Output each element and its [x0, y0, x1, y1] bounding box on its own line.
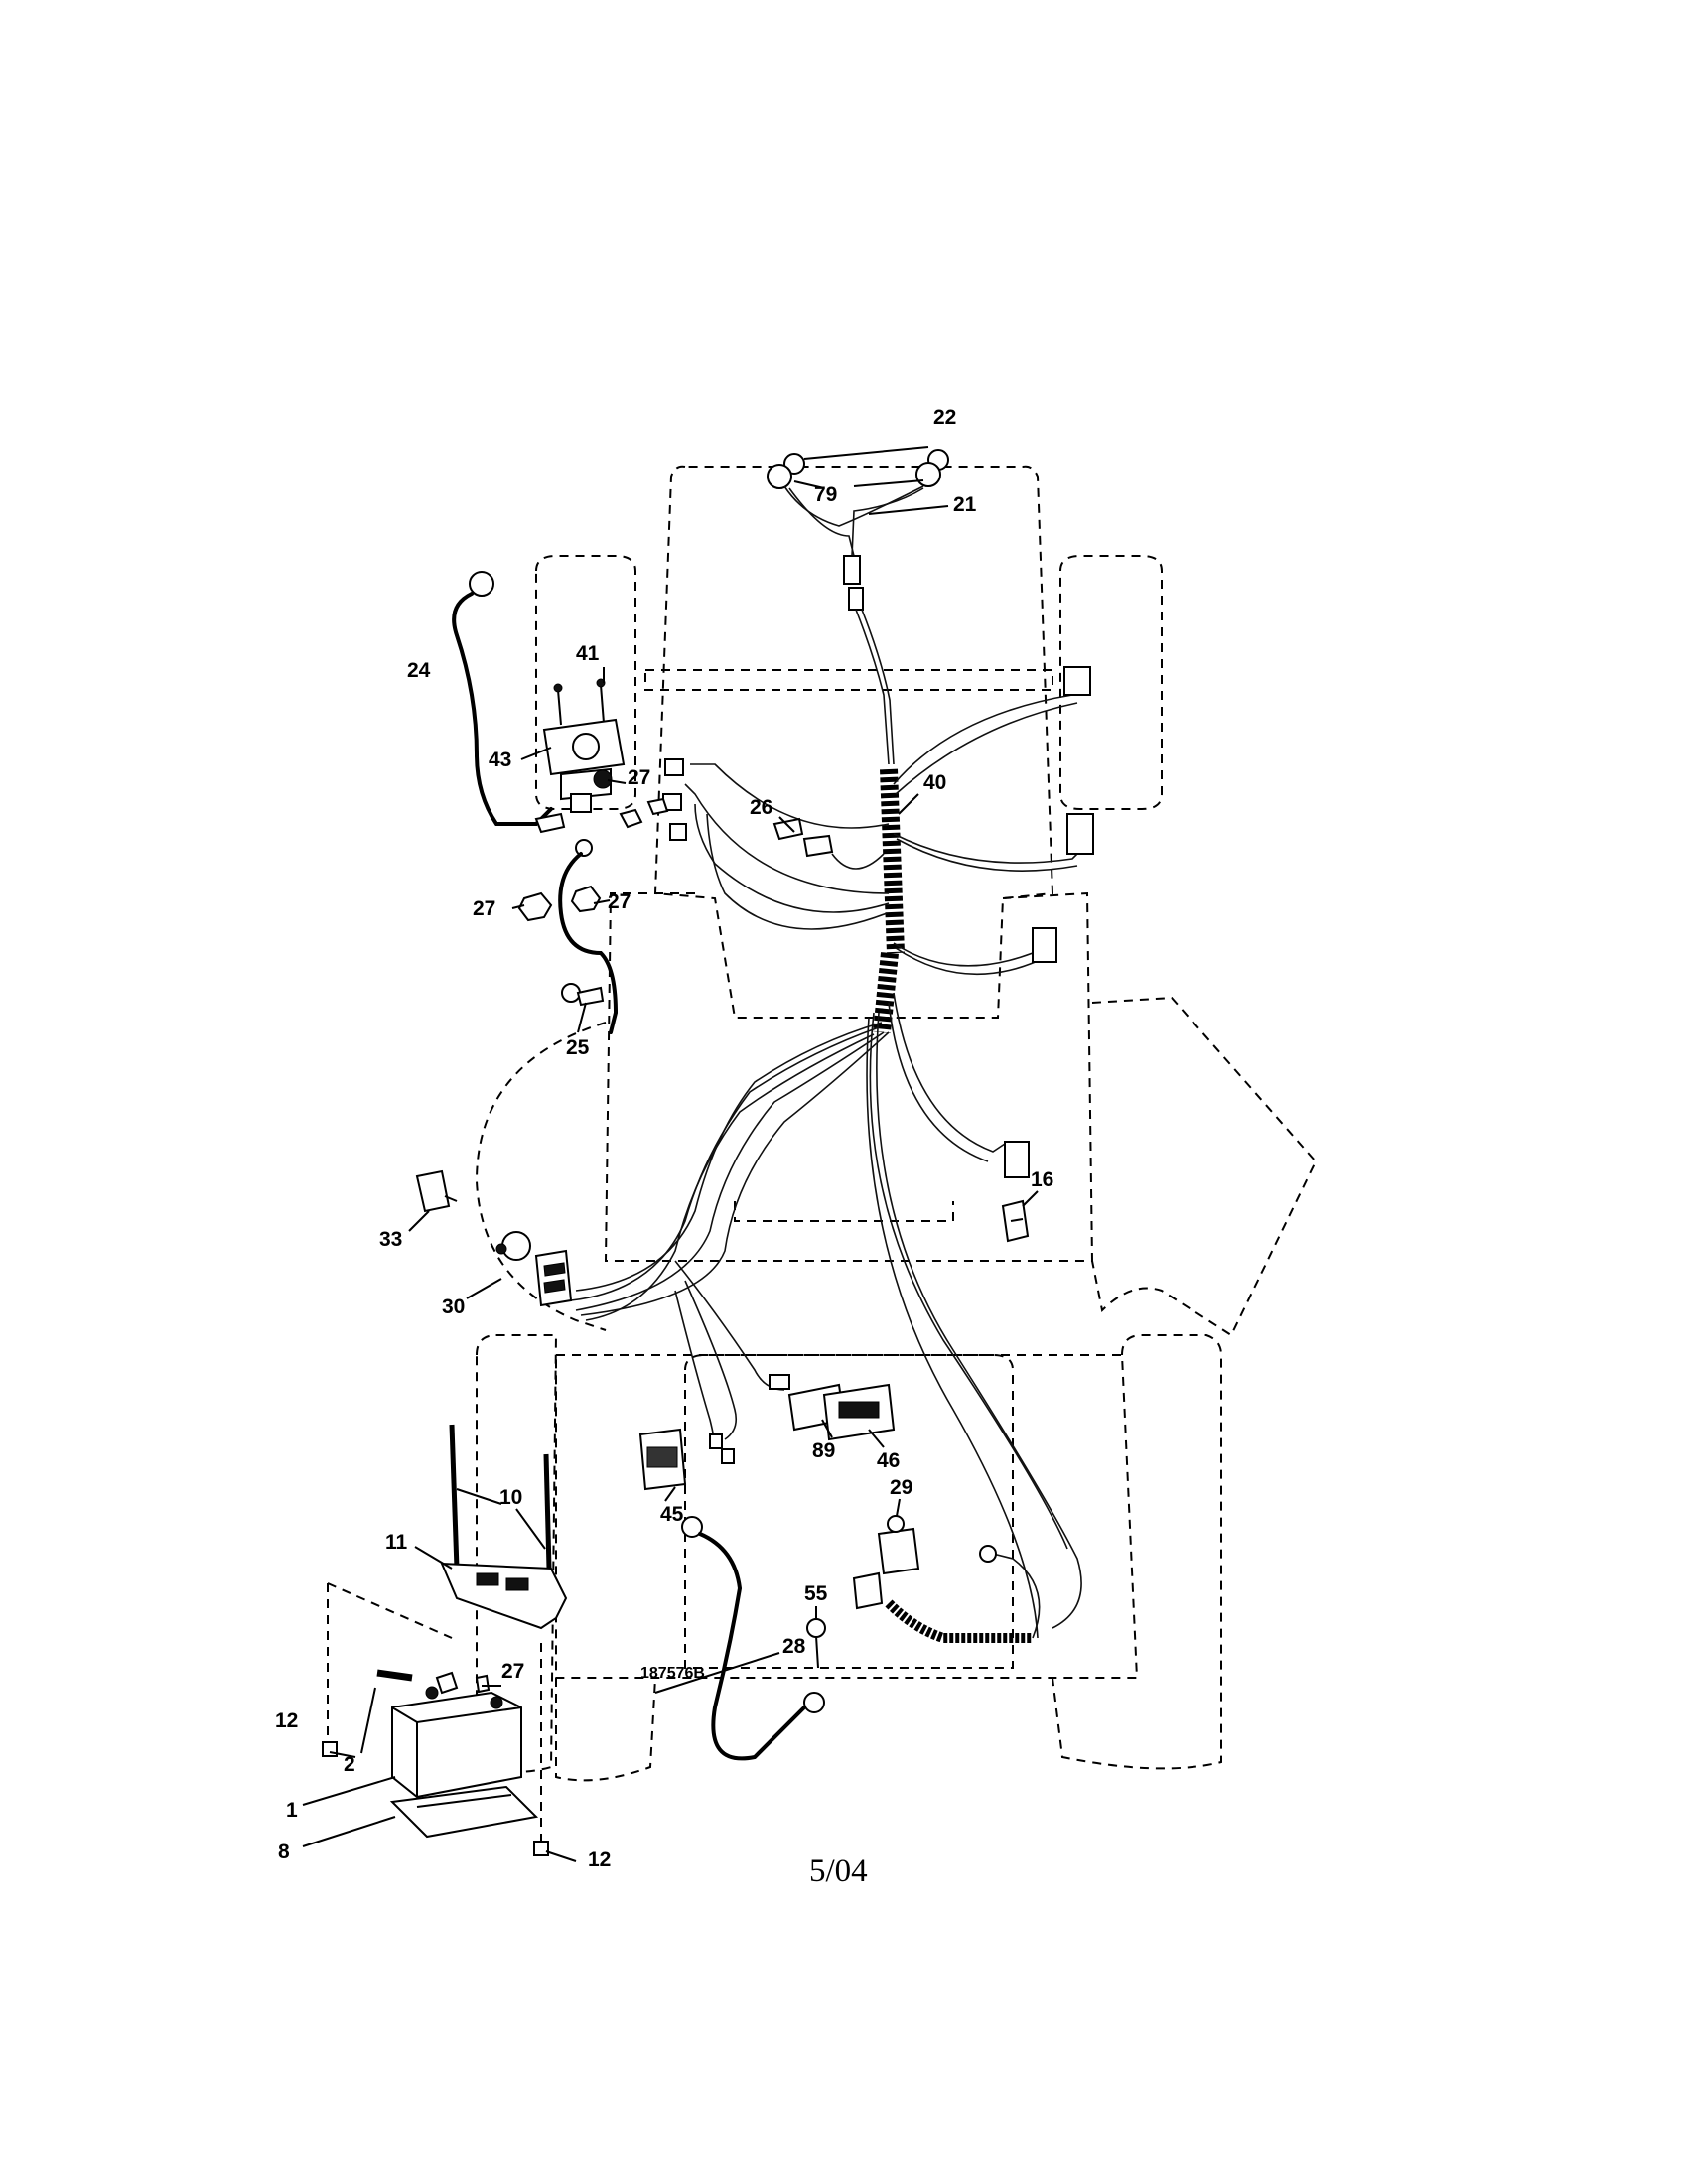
terminal-45b — [721, 1448, 735, 1464]
callout-12-left: 12 — [275, 1709, 298, 1732]
callout-41: 41 — [576, 642, 600, 665]
callout-10: 10 — [499, 1486, 522, 1509]
callout-89: 89 — [812, 1439, 835, 1462]
leader-lines — [302, 446, 1039, 1862]
callout-24: 24 — [407, 659, 431, 682]
battery-group — [322, 1424, 568, 1856]
callout-27-left: 27 — [473, 897, 495, 920]
connector-right-front — [1066, 813, 1094, 855]
callout-55: 55 — [804, 1582, 828, 1605]
callout-46: 46 — [877, 1449, 900, 1472]
terminal-45a — [709, 1433, 723, 1449]
hour-meter-group — [787, 1383, 896, 1441]
callout-40: 40 — [923, 771, 946, 794]
connector-89 — [769, 1374, 790, 1390]
module-45 — [638, 1428, 687, 1491]
switch-29 — [877, 1527, 920, 1575]
cable-28-ring-top — [681, 1516, 703, 1538]
callout-29: 29 — [890, 1476, 912, 1499]
connector-solenoid-c — [669, 823, 687, 841]
callout-26: 26 — [750, 796, 772, 819]
drawing-number: 187576B — [640, 1665, 705, 1682]
module-33 — [415, 1169, 458, 1213]
headlight-socket-right — [915, 462, 941, 487]
callout-21: 21 — [953, 493, 977, 516]
callout-43: 43 — [489, 749, 511, 771]
battery-tray — [389, 1785, 539, 1839]
nut-27-right — [570, 885, 602, 913]
nut-27-left — [517, 891, 553, 922]
seat-switch-group — [681, 1515, 1041, 1761]
light-connector — [843, 555, 861, 585]
tractor-outline — [327, 465, 1318, 1842]
relay-16 — [1001, 1199, 1030, 1243]
cable-24-ring-terminal — [469, 571, 494, 597]
connector-right-front-top — [1063, 666, 1091, 696]
callout-45: 45 — [660, 1503, 684, 1526]
connector-right-lower — [1004, 1141, 1030, 1178]
ignition-switch-30 — [495, 1231, 573, 1307]
callout-25: 25 — [566, 1036, 590, 1059]
callout-27-right: 27 — [608, 890, 631, 913]
harness-clip-alt — [802, 834, 834, 858]
connector-right-mid — [1032, 927, 1057, 963]
callout-22: 22 — [933, 406, 956, 429]
nut-12-right — [533, 1841, 549, 1856]
main-wiring-harness — [570, 666, 1094, 1639]
connector-solenoid-a — [664, 758, 684, 776]
callout-27-battery: 27 — [501, 1660, 524, 1683]
light-connector-mate — [848, 587, 864, 611]
callout-27-top: 27 — [628, 766, 650, 789]
callout-79: 79 — [814, 483, 837, 506]
callout-12-right: 12 — [588, 1848, 611, 1871]
headlight-assembly — [767, 449, 949, 765]
date-mark: 5/04 — [809, 1853, 868, 1889]
solenoid-nut — [593, 769, 613, 789]
callout-28: 28 — [782, 1635, 806, 1658]
callout-8: 8 — [278, 1841, 290, 1863]
harness-clip — [772, 817, 804, 841]
callout-11: 11 — [385, 1531, 408, 1554]
callout-labels: 22 79 21 41 24 43 27 40 26 27 27 25 16 3… — [275, 406, 1053, 1871]
starter-solenoid-group — [452, 571, 669, 1034]
headlight-socket-left — [767, 464, 792, 489]
callout-30: 30 — [442, 1296, 465, 1318]
battery-hold-down — [440, 1562, 568, 1630]
callout-1: 1 — [286, 1799, 298, 1822]
cable-28-ring-bottom — [803, 1692, 825, 1713]
bolt-55 — [806, 1618, 826, 1638]
callout-16: 16 — [1031, 1168, 1053, 1191]
callout-33: 33 — [379, 1228, 402, 1251]
callout-2: 2 — [344, 1753, 355, 1776]
